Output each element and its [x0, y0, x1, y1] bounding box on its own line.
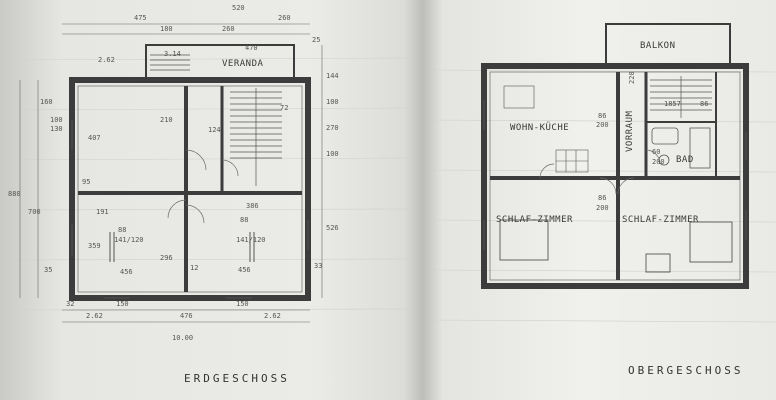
- og-windows: [483, 100, 747, 250]
- eg-dim-top-c: 260: [222, 25, 235, 33]
- eg-dim-bot-e: 150: [236, 300, 249, 308]
- eg-veranda-stairs: [150, 54, 190, 71]
- og-dim-200c: 200: [652, 158, 665, 166]
- eg-dim-room-w3: 456: [238, 266, 251, 274]
- og-room-wohn-kueche: WOHN-KÜCHE: [510, 122, 569, 133]
- eg-dim-room-w2: 456: [120, 268, 133, 276]
- eg-dim-v2: 3.14: [164, 50, 181, 58]
- eg-dim-top-a: 475: [134, 14, 147, 22]
- eg-dim-top-b: 180: [160, 25, 173, 33]
- og-room-bad: BAD: [676, 155, 694, 165]
- eg-dim-bot-d: 150: [116, 300, 129, 308]
- eg-dim-room-h2: 359: [88, 242, 101, 250]
- eg-stairs: [230, 88, 282, 186]
- obergeschoss-plan: BALKON WOHN-KÜCHE BAD SCHLAF-ZIMMER SCHL…: [481, 23, 749, 377]
- eg-dim-right-a: 144: [326, 72, 339, 80]
- og-dim-1857: 1857: [664, 100, 681, 108]
- eg-dim-right-b: 100: [326, 98, 339, 106]
- eg-dim-210: 210: [160, 116, 173, 124]
- og-dim-60: 60: [652, 148, 660, 156]
- eg-dim-right-c: 270: [326, 124, 339, 132]
- eg-dim-124: 124: [208, 126, 221, 134]
- eg-dimension-lines: [19, 23, 323, 323]
- og-doors: [539, 149, 661, 195]
- og-dim-200b: 200: [596, 204, 609, 212]
- eg-dim-bot-a: 2.62: [86, 312, 103, 320]
- og-stairs: [650, 76, 712, 118]
- eg-dim-room-w4: 386: [246, 202, 259, 210]
- og-room-schlaf-2: SCHLAF-ZIMMER: [622, 215, 699, 225]
- eg-dim-win-1b: 141/120: [114, 236, 144, 244]
- paper-ruling: [0, 57, 776, 323]
- eg-dim-room-h1: 407: [88, 134, 101, 142]
- erdgeschoss-plan: 475 520 180 260 260 25 470 2.62 3.14 VER…: [8, 4, 339, 385]
- eg-dim-win-2b: 141/120: [236, 236, 266, 244]
- eg-dim-left-b: 100: [50, 116, 63, 124]
- eg-dim-72: 72: [280, 104, 288, 112]
- og-balkon-outline: [605, 23, 731, 67]
- og-dim-86a: 86: [598, 112, 606, 120]
- eg-dim-top-e: 25: [312, 36, 320, 44]
- eg-dim-bot-f: 32: [66, 300, 74, 308]
- eg-dim-room-h3: 296: [160, 254, 173, 262]
- eg-dim-top-overall: 520: [232, 4, 245, 12]
- eg-dim-right-e: 526: [326, 224, 339, 232]
- og-room-balkon: BALKON: [640, 41, 676, 51]
- title-erdgeschoss: ERDGESCHOSS: [184, 372, 290, 385]
- eg-room-veranda: VERANDA: [222, 59, 264, 69]
- og-beds: [499, 219, 733, 273]
- eg-dim-left-a: 160: [40, 98, 53, 106]
- eg-veranda-outline: [145, 44, 295, 81]
- eg-dim-95: 95: [82, 178, 90, 186]
- eg-dim-v1: 2.62: [98, 56, 115, 64]
- eg-dim-12: 12: [190, 264, 198, 272]
- og-dim-220: 220: [628, 71, 636, 84]
- eg-dim-veranda-width: 470: [245, 44, 258, 52]
- eg-windows: [71, 120, 309, 299]
- og-room-schlaf-1: SCHLAF-ZIMMER: [496, 215, 573, 225]
- og-dim-86b: 86: [598, 194, 606, 202]
- eg-dim-win-1: 88: [118, 226, 126, 234]
- eg-dim-left-f: 35: [44, 266, 52, 274]
- title-obergeschoss: OBERGESCHOSS: [628, 364, 743, 377]
- og-dim-86c: 86: [700, 100, 708, 108]
- eg-dim-left-e: 700: [28, 208, 41, 216]
- og-dim-200a: 200: [596, 121, 609, 129]
- eg-dim-top-d: 260: [278, 14, 291, 22]
- eg-dim-left-c: 130: [50, 125, 63, 133]
- eg-dim-right-f: 33: [314, 262, 322, 270]
- eg-dim-room-w1: 191: [96, 208, 109, 216]
- eg-doors: [167, 149, 239, 224]
- eg-radiators: [109, 232, 255, 262]
- eg-dim-right-d: 100: [326, 150, 339, 158]
- eg-dim-bot-overall: 10.00: [172, 334, 193, 342]
- eg-inner-wall: [77, 85, 303, 293]
- og-room-vorraum: VORRAUM: [625, 110, 635, 152]
- eg-dim-bot-c: 2.62: [264, 312, 281, 320]
- eg-dim-bot-b: 476: [180, 312, 193, 320]
- og-kitchen-tiles: [503, 85, 589, 173]
- og-bath-fixtures: [651, 127, 711, 169]
- eg-dim-win-2: 88: [240, 216, 248, 224]
- eg-dim-left-d: 880: [8, 190, 21, 198]
